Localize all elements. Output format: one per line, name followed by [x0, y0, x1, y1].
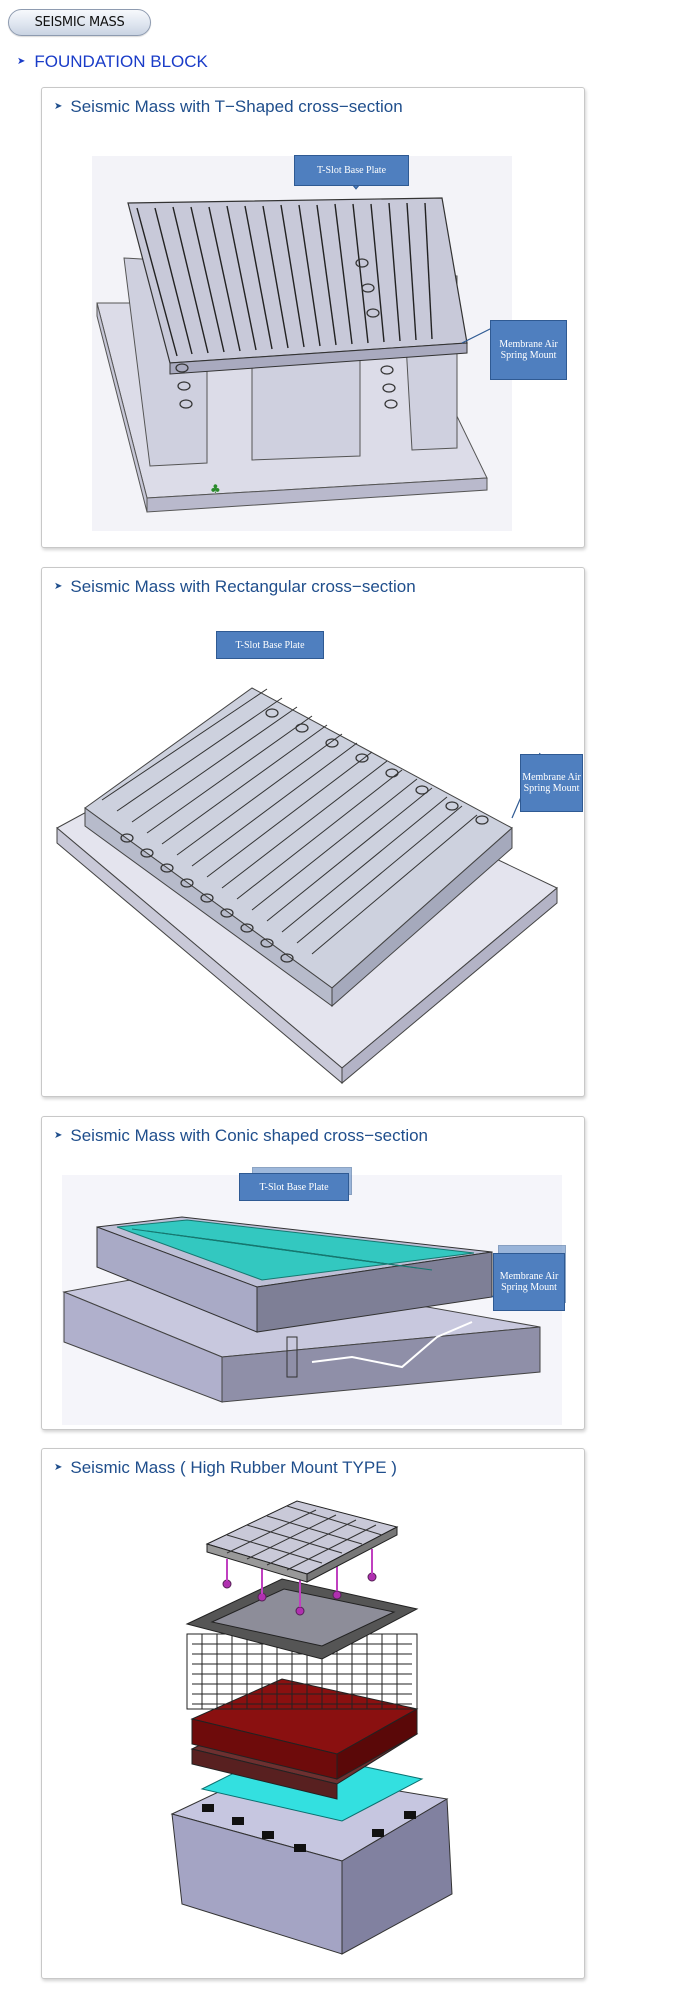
card-title: ➤ Seismic Mass with Conic shaped cross−s… — [54, 1126, 428, 1146]
card-title-label: Seismic Mass with Conic shaped cross−sec… — [70, 1126, 429, 1145]
card-title-label: Seismic Mass with T−Shaped cross−section — [70, 97, 403, 116]
svg-text:♣: ♣ — [210, 482, 221, 496]
card-title-label: Seismic Mass ( High Rubber Mount TYPE ) — [70, 1458, 397, 1477]
card-title: ➤ Seismic Mass ( High Rubber Mount TYPE … — [54, 1458, 397, 1478]
card-conic: ➤ Seismic Mass with Conic shaped cross−s… — [41, 1116, 585, 1430]
section-heading-label: FOUNDATION BLOCK — [34, 52, 208, 71]
arrow-bullet-icon: ➤ — [17, 56, 26, 67]
card-title: ➤ Seismic Mass with T−Shaped cross−secti… — [54, 97, 403, 117]
arrow-bullet-icon: ➤ — [54, 101, 63, 112]
t-shaped-mass-drawing: ♣ — [92, 156, 512, 531]
card-rectangular: ➤ Seismic Mass with Rectangular cross−se… — [41, 567, 585, 1097]
air-spring-callout: Membrane Air Spring Mount — [520, 754, 583, 812]
section-heading: ➤ FOUNDATION BLOCK — [17, 52, 208, 72]
arrow-bullet-icon: ➤ — [54, 1462, 63, 1473]
arrow-bullet-icon: ➤ — [54, 581, 63, 592]
card-title: ➤ Seismic Mass with Rectangular cross−se… — [54, 577, 416, 597]
rectangular-mass-drawing — [56, 687, 558, 1085]
t-slot-callout: T-Slot Base Plate — [294, 155, 409, 186]
air-spring-callout: Membrane Air Spring Mount — [490, 320, 567, 380]
t-slot-callout: T-Slot Base Plate — [239, 1173, 349, 1201]
rubber-mount-exploded-drawing — [170, 1500, 453, 1955]
card-title-label: Seismic Mass with Rectangular cross−sect… — [70, 577, 416, 596]
air-spring-callout: Membrane Air Spring Mount — [493, 1253, 565, 1311]
arrow-bullet-icon: ➤ — [54, 1130, 63, 1141]
card-t-shaped: ➤ Seismic Mass with T−Shaped cross−secti… — [41, 87, 585, 548]
page-title-button[interactable]: SEISMIC MASS — [8, 9, 151, 36]
t-slot-callout: T-Slot Base Plate — [216, 631, 324, 659]
card-high-rubber-mount: ➤ Seismic Mass ( High Rubber Mount TYPE … — [41, 1448, 585, 1979]
